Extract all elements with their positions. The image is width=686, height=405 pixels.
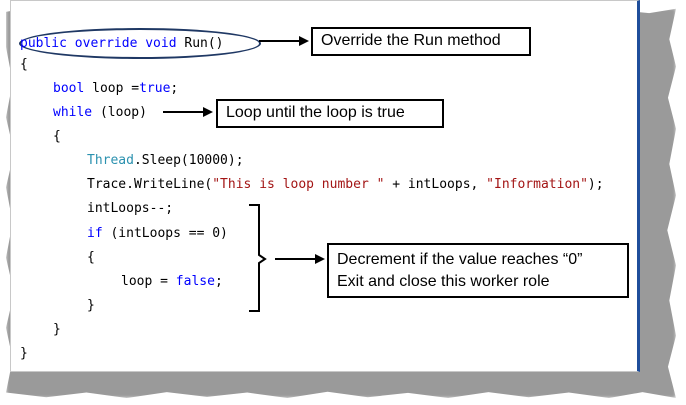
code-screenshot-panel: public override void Run() { bool loop =… <box>10 0 640 372</box>
code-line-3: bool loop =true; <box>53 81 178 97</box>
code-text: ; <box>170 81 179 96</box>
arrow-right-icon <box>275 254 325 264</box>
callout-text: Loop until the loop is true <box>226 104 405 121</box>
code-keyword: public override void <box>20 36 177 51</box>
code-keyword: while <box>53 105 93 120</box>
code-line-1: public override void Run() <box>20 36 224 52</box>
code-text: { <box>20 57 28 72</box>
code-line-12: } <box>87 298 95 314</box>
callout-text: Override the Run method <box>321 32 501 49</box>
code-keyword: bool <box>53 81 85 96</box>
callout-loop: Loop until the loop is true <box>216 99 444 128</box>
code-type: Thread <box>87 153 134 168</box>
code-text: } <box>87 298 95 313</box>
code-text: intLoops--; <box>87 201 174 216</box>
right-bracket-icon <box>249 204 267 312</box>
code-keyword: if <box>87 226 103 241</box>
code-line-6: Thread.Sleep(10000); <box>87 153 244 169</box>
code-text: loop = <box>84 81 140 96</box>
callout-decrement: Decrement if the value reaches “0” Exit … <box>327 243 629 298</box>
code-text: Run() <box>176 36 224 51</box>
code-text: } <box>20 346 28 361</box>
code-text: (intLoops == 0) <box>102 226 228 241</box>
callout-override-run: Override the Run method <box>311 27 531 56</box>
code-line-13: } <box>53 322 61 338</box>
code-text: ); <box>587 177 604 192</box>
code-text: } <box>53 322 61 337</box>
code-string: "This is loop number " <box>212 177 385 192</box>
code-keyword: true <box>139 81 171 96</box>
code-line-4: while (loop) <box>53 105 147 121</box>
code-text: Trace.WriteLine( <box>87 177 213 192</box>
code-line-11: loop = false; <box>121 274 223 290</box>
code-text: ; <box>214 274 223 289</box>
code-text: .Sleep(10000); <box>133 153 244 168</box>
code-line-5: { <box>53 129 61 145</box>
code-line-10: { <box>87 250 95 266</box>
arrow-right-icon <box>259 36 309 46</box>
code-line-14: } <box>20 346 28 362</box>
arrow-right-icon <box>163 107 213 117</box>
code-keyword: false <box>175 274 215 289</box>
code-text: (loop) <box>92 105 147 120</box>
code-text: loop = <box>121 274 176 289</box>
code-text: { <box>87 250 95 265</box>
code-line-7: Trace.WriteLine("This is loop number " +… <box>87 177 604 193</box>
run-method-highlight-ellipse <box>19 28 261 59</box>
code-string: "Information" <box>486 177 588 192</box>
callout-text-line-2: Exit and close this worker role <box>337 273 550 290</box>
code-line-2: { <box>20 57 28 73</box>
code-line-9: if (intLoops == 0) <box>87 226 228 242</box>
callout-text-line-1: Decrement if the value reaches “0” <box>337 251 583 268</box>
code-text: + intLoops, <box>384 177 487 192</box>
code-line-8: intLoops--; <box>87 201 173 217</box>
code-text: { <box>53 129 61 144</box>
